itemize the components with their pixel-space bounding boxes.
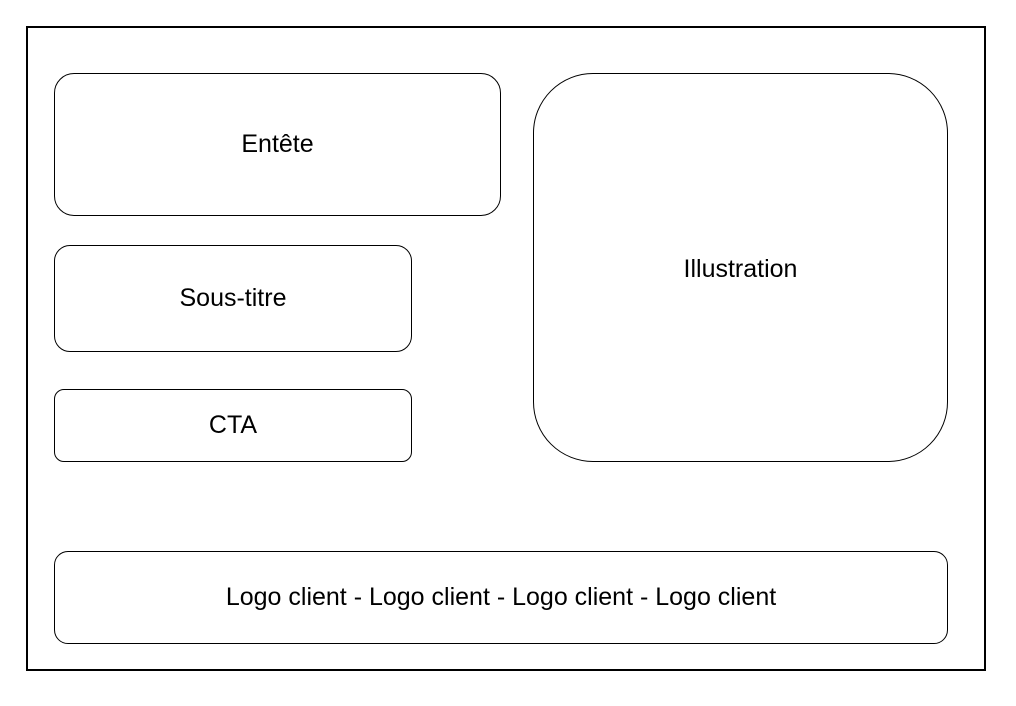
subtitle-label: Sous-titre bbox=[179, 284, 287, 312]
header-label: Entête bbox=[241, 130, 314, 158]
cta-label: CTA bbox=[208, 411, 258, 439]
client-logos-block: Logo client - Logo client - Logo client … bbox=[54, 551, 948, 644]
client-logos-label: Logo client - Logo client - Logo client … bbox=[225, 583, 777, 611]
illustration-block: Illustration bbox=[533, 73, 948, 462]
header-block: Entête bbox=[54, 73, 501, 216]
illustration-label: Illustration bbox=[683, 255, 798, 283]
subtitle-block: Sous-titre bbox=[54, 245, 412, 352]
cta-block: CTA bbox=[54, 389, 412, 462]
